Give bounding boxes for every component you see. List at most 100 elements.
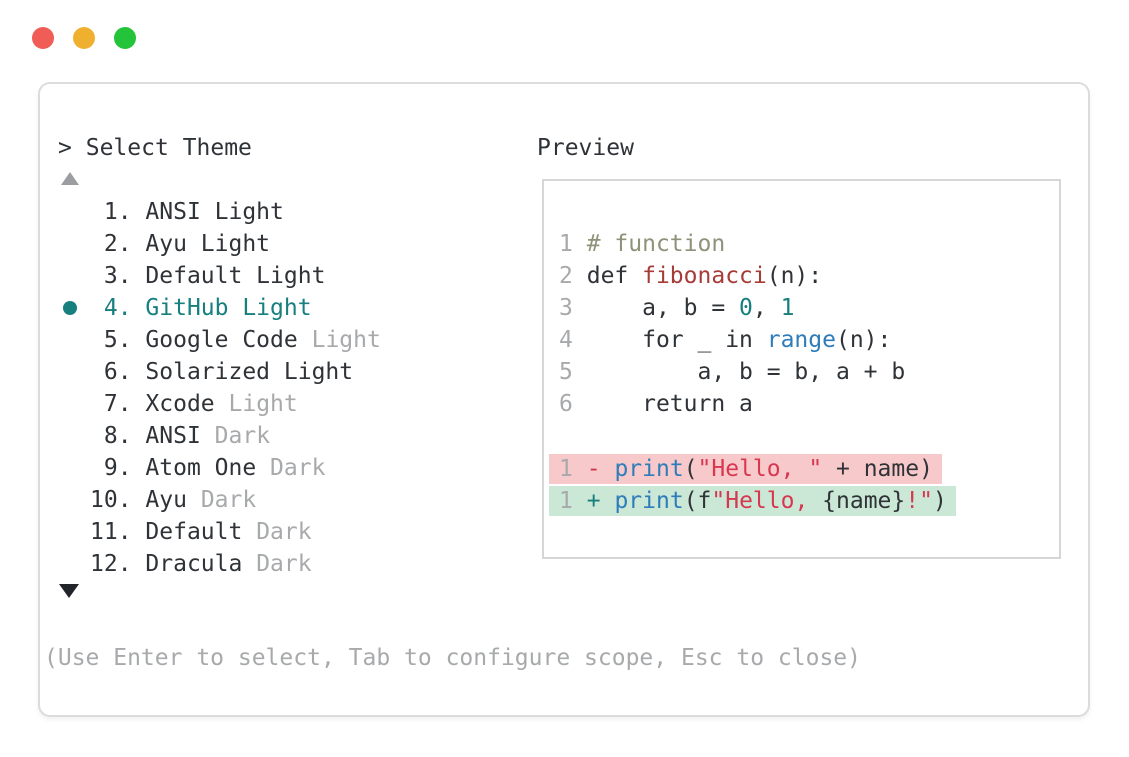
theme-item[interactable]: 1. ANSI Light [62,196,381,228]
theme-picker-window: > Select Theme Preview 1. ANSI Light 2. … [38,82,1090,717]
theme-item-number: 9. [90,455,132,481]
preview-line-code: 1 # function [559,228,956,260]
code-segment: + name) [822,455,933,482]
code-segment: (n): [835,327,892,353]
theme-item-name: Xcode [145,391,215,417]
theme-item[interactable]: 3. Default Light [62,260,381,292]
line-number: 1 [559,487,573,514]
preview-line-code: 5 a, b = b, a + b [559,356,956,388]
theme-item-name: Solarized Light [145,359,354,385]
theme-item-number: 1. [90,199,132,225]
theme-item-name: Default Light [145,263,326,289]
diff-line-highlight: 1 + print(f"Hello, {name}!") [549,485,956,516]
theme-item-name: Google Code [145,327,298,353]
theme-item-number: 8. [90,423,132,449]
theme-item-name: ANSI Light [145,199,284,225]
theme-item-variant: Dark [256,551,312,577]
diff-marker: - [586,455,601,482]
scroll-up-icon[interactable] [61,172,79,185]
preview-line-code: 4 for _ in range(n): [559,324,956,356]
preview-title: Preview [537,135,634,161]
code-segment: print [614,487,684,514]
preview-line-code: 3 a, b = 0, 1 [559,292,956,324]
code-segment: , [752,295,781,321]
theme-item[interactable]: 10. Ayu Dark [62,484,381,516]
theme-item[interactable]: 5. Google Code Light [62,324,381,356]
code-segment: range [766,327,836,353]
theme-item-name: GitHub Light [145,295,312,321]
theme-item-number: 11. [90,519,132,545]
line-number: 1 [559,455,573,482]
code-segment: a, b = b, a + b [586,359,906,385]
theme-item[interactable]: 8. ANSI Dark [62,420,381,452]
code-segment: ) [932,487,947,514]
theme-item-number: 3. [90,263,132,289]
theme-item-variant: Dark [270,455,326,481]
theme-item[interactable]: 11. Default Dark [62,516,381,548]
theme-item[interactable]: 12. Dracula Dark [62,548,381,580]
theme-item[interactable]: 2. Ayu Light [62,228,381,260]
code-segment: 0 [739,295,753,321]
traffic-light-zoom[interactable] [114,27,136,49]
preview-line-code: 2 def fibonacci(n): [559,260,956,292]
theme-item-name: Ayu Light [145,231,271,257]
theme-item[interactable]: 9. Atom One Dark [62,452,381,484]
code-segment: a, b = [586,295,740,321]
theme-item-name: Ayu [145,487,187,513]
line-number: 3 [559,295,573,321]
picker-title: Select Theme [85,135,252,161]
line-number: 6 [559,391,573,417]
theme-item-name: ANSI [145,423,201,449]
line-number: 2 [559,263,573,289]
theme-list: 1. ANSI Light 2. Ayu Light 3. Default Li… [62,196,381,580]
theme-item-name: Default [145,519,243,545]
preview-line-blank [559,420,956,452]
theme-item[interactable]: 7. Xcode Light [62,388,381,420]
line-number: 5 [559,359,573,385]
theme-item-variant: Light [311,327,381,353]
theme-item-number: 7. [90,391,132,417]
theme-item-variant: Light [228,391,298,417]
line-number: 1 [559,231,573,257]
theme-item-number: 10. [90,487,132,513]
selected-bullet-icon [63,301,77,315]
preview-line-removed: 1 - print("Hello, " + name) [549,452,956,484]
code-segment: (f [683,487,712,514]
theme-item-number: 6. [90,359,132,385]
code-segment: 1 [780,295,795,321]
theme-item-number: 5. [90,327,132,353]
code-segment: # function [586,231,726,257]
traffic-light-close[interactable] [32,27,54,49]
theme-item[interactable]: 4. GitHub Light [62,292,381,324]
line-number: 4 [559,327,573,353]
diff-line-highlight: 1 - print("Hello, " + name) [549,453,942,484]
theme-item-name: Atom One [145,455,257,481]
code-segment: {name} [822,487,906,514]
code-segment: ( [683,455,698,482]
theme-item-number: 2. [90,231,132,257]
code-segment: "Hello, " [697,455,823,482]
preview-line-code: 6 return a [559,388,956,420]
diff-marker: + [586,487,601,514]
theme-item-variant: Dark [200,487,257,513]
code-segment: (n): [766,263,823,289]
picker-header: > Select Theme [58,132,252,164]
theme-item-number: 4. [90,295,132,321]
scroll-down-icon[interactable] [59,584,79,598]
code-segment: "Hello, [711,487,823,514]
theme-item-variant: Dark [256,519,312,545]
code-segment: for _ in [586,327,767,353]
footer-hint: (Use Enter to select, Tab to configure s… [44,645,861,671]
code-segment: return a [586,391,753,417]
prompt-symbol: > [58,135,72,161]
code-segment: print [614,455,684,482]
theme-item-number: 12. [90,551,132,577]
code-segment: !" [905,487,933,514]
theme-item[interactable]: 6. Solarized Light [62,356,381,388]
theme-item-variant: Dark [214,423,271,449]
traffic-light-minimize[interactable] [73,27,95,49]
theme-item-name: Dracula [145,551,243,577]
code-segment: def [586,263,643,289]
